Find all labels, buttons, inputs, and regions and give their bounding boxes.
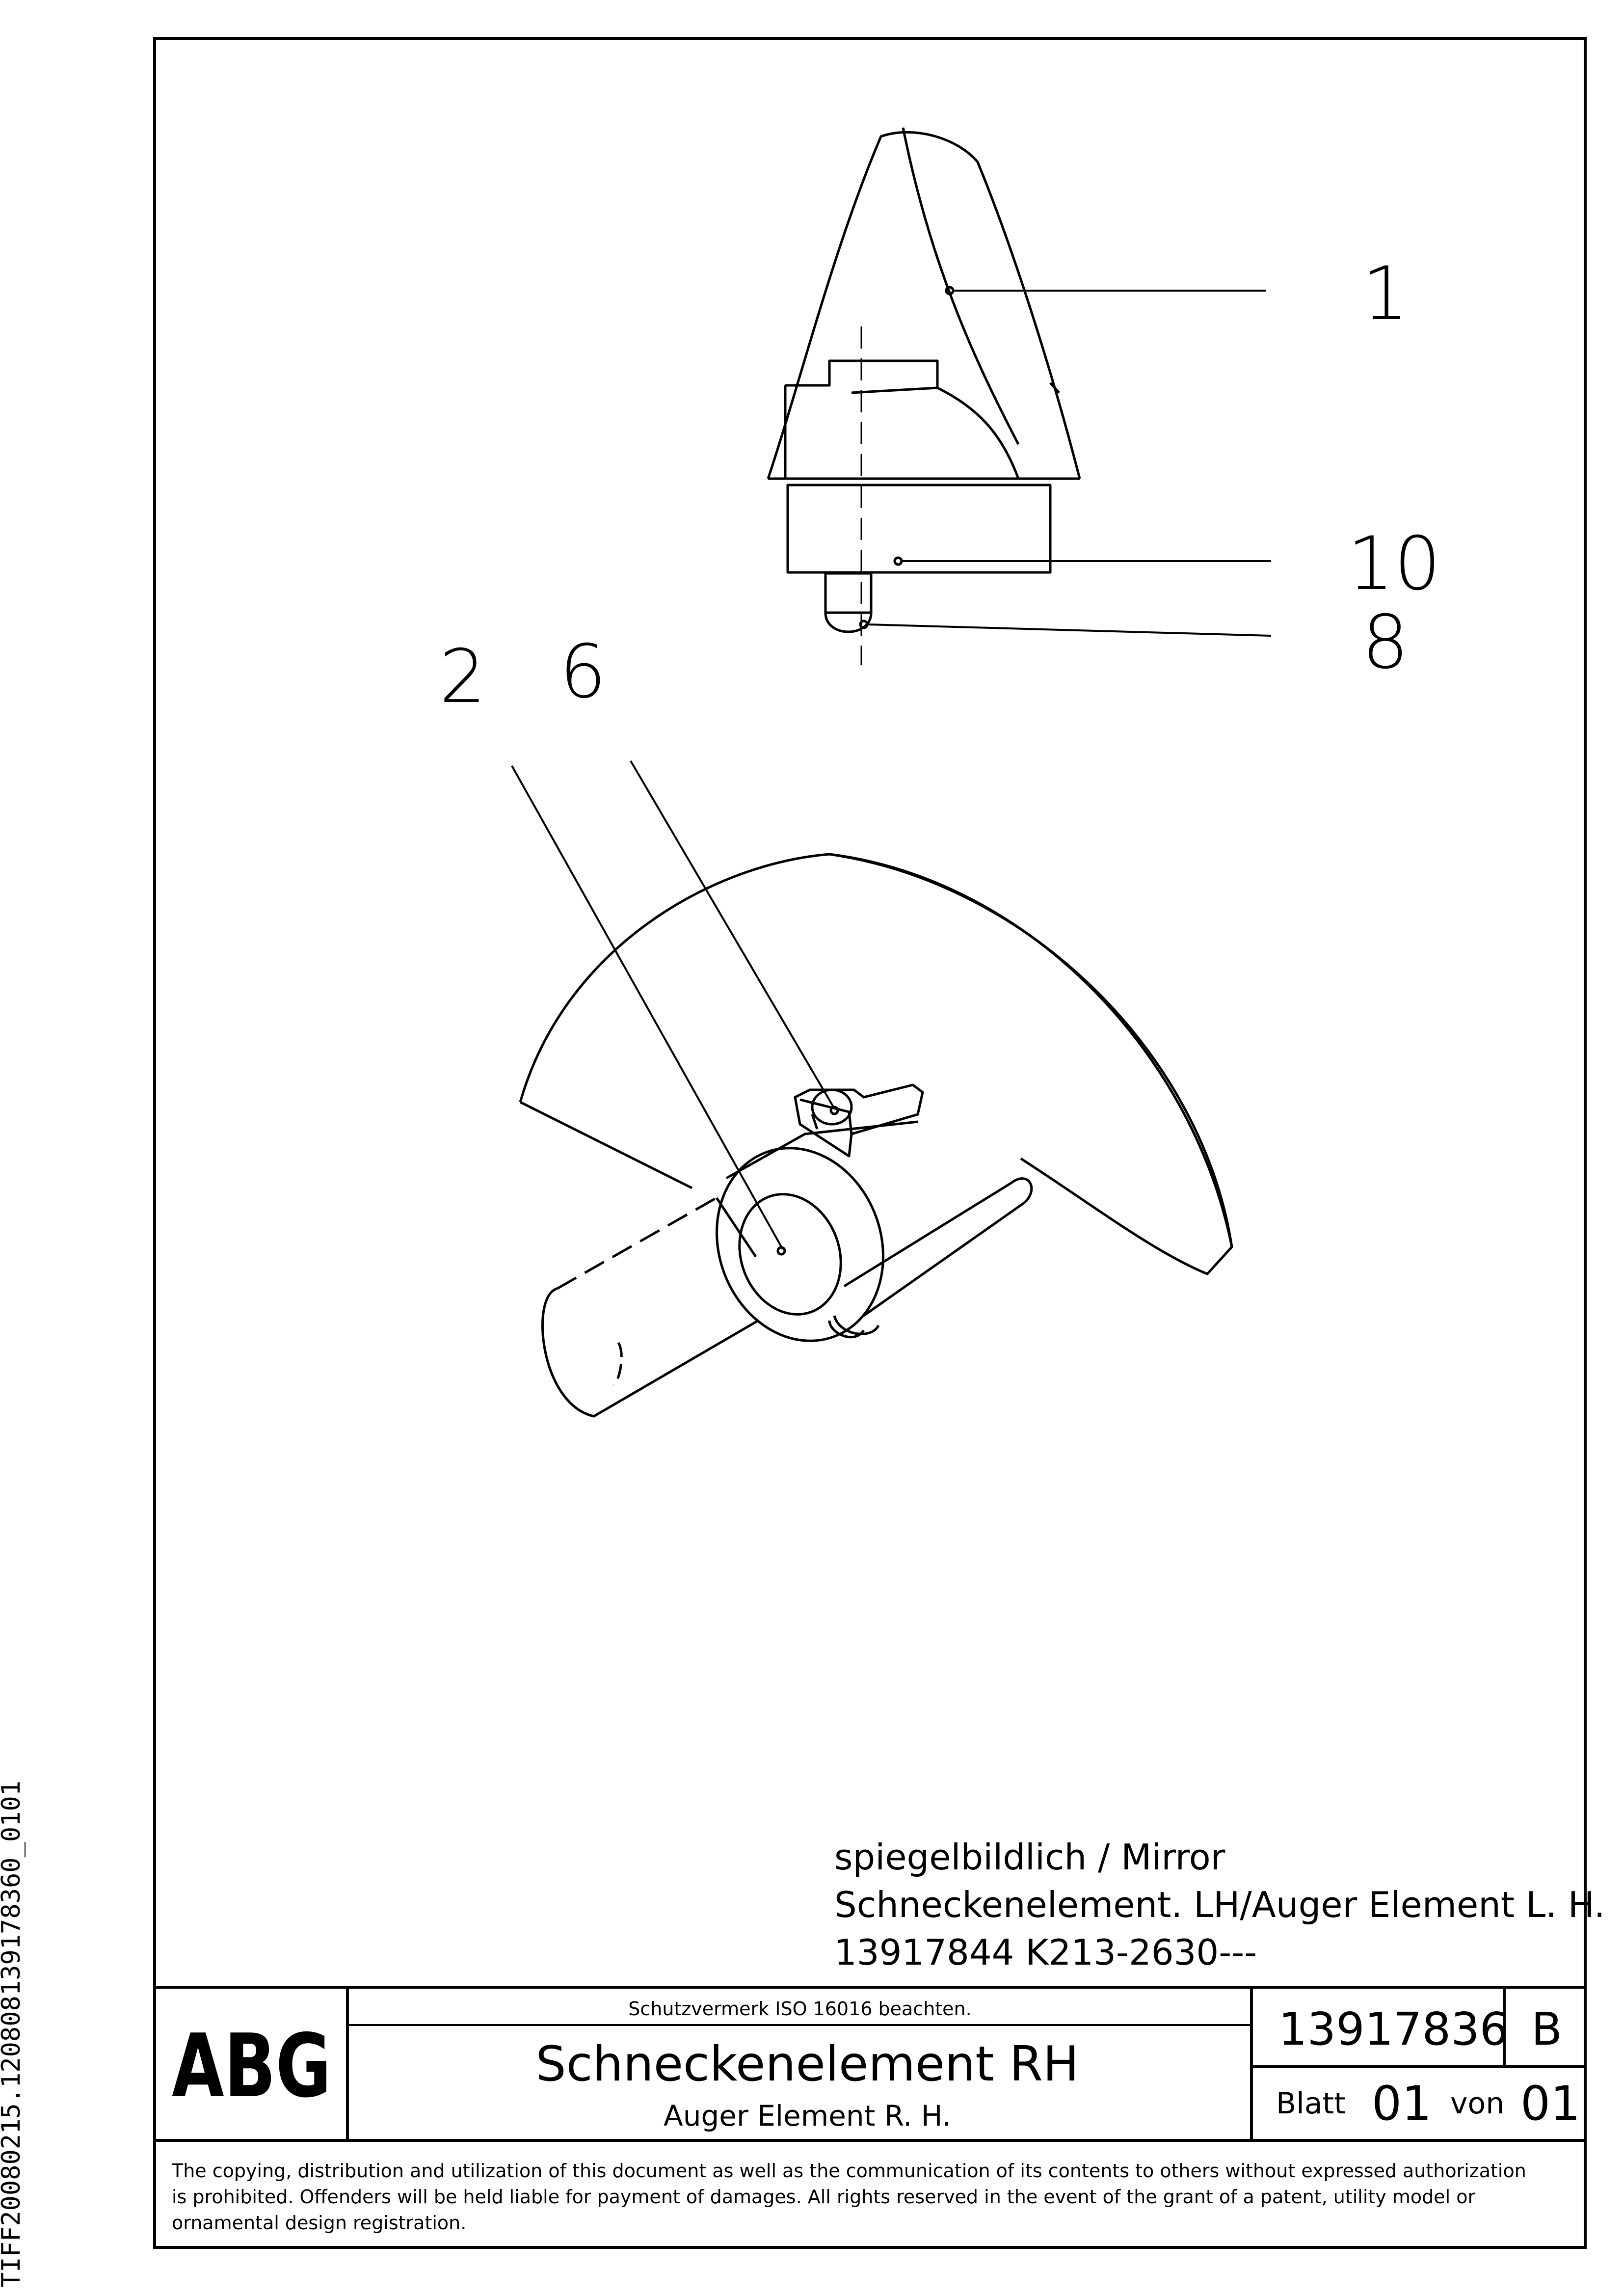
callout-2: 2 xyxy=(439,634,486,720)
callout-1: 1 xyxy=(1362,251,1409,337)
sheet-total: 01 xyxy=(1520,2076,1580,2131)
detail-view-iso xyxy=(519,853,1233,1418)
leader-lines-iso xyxy=(511,760,835,1250)
drawing-frame xyxy=(153,37,1587,2249)
sheet-number: 01 xyxy=(1372,2076,1432,2131)
copyright-line2: is prohibited. Offenders will be held li… xyxy=(172,2186,1476,2208)
of-label: von xyxy=(1450,2086,1504,2121)
copyright-line1: The copying, distribution and utilizatio… xyxy=(171,2160,1526,2182)
abg-logo: ABG xyxy=(172,2015,331,2117)
title-english: Auger Element R. H. xyxy=(664,2099,951,2133)
side-file-label: TIFF20080215.120808139178360_0101 xyxy=(0,1781,26,2288)
title-german: Schneckenelement RH xyxy=(535,2036,1079,2092)
drawing-number: 13917836 xyxy=(1278,2003,1508,2055)
callout-8: 8 xyxy=(1362,600,1409,685)
mirror-note-line2: Schneckenelement. LH/Auger Element L. H. xyxy=(834,1884,1605,1925)
detail-view-top xyxy=(767,127,1081,665)
revision: B xyxy=(1531,2003,1562,2055)
copyright-line3: ornamental design registration. xyxy=(172,2212,466,2234)
leader-lines-top xyxy=(867,290,1272,637)
mirror-note-line3: 13917844 K213-2630--- xyxy=(834,1932,1257,1973)
protection-note: Schutzvermerk ISO 16016 beachten. xyxy=(628,1998,971,2020)
title-block xyxy=(155,1986,1585,2142)
mirror-note-line1: spiegelbildlich / Mirror xyxy=(834,1837,1225,1878)
callout-10: 10 xyxy=(1347,521,1441,607)
callout-6: 6 xyxy=(559,629,606,715)
sheet-label: Blatt xyxy=(1276,2086,1346,2121)
